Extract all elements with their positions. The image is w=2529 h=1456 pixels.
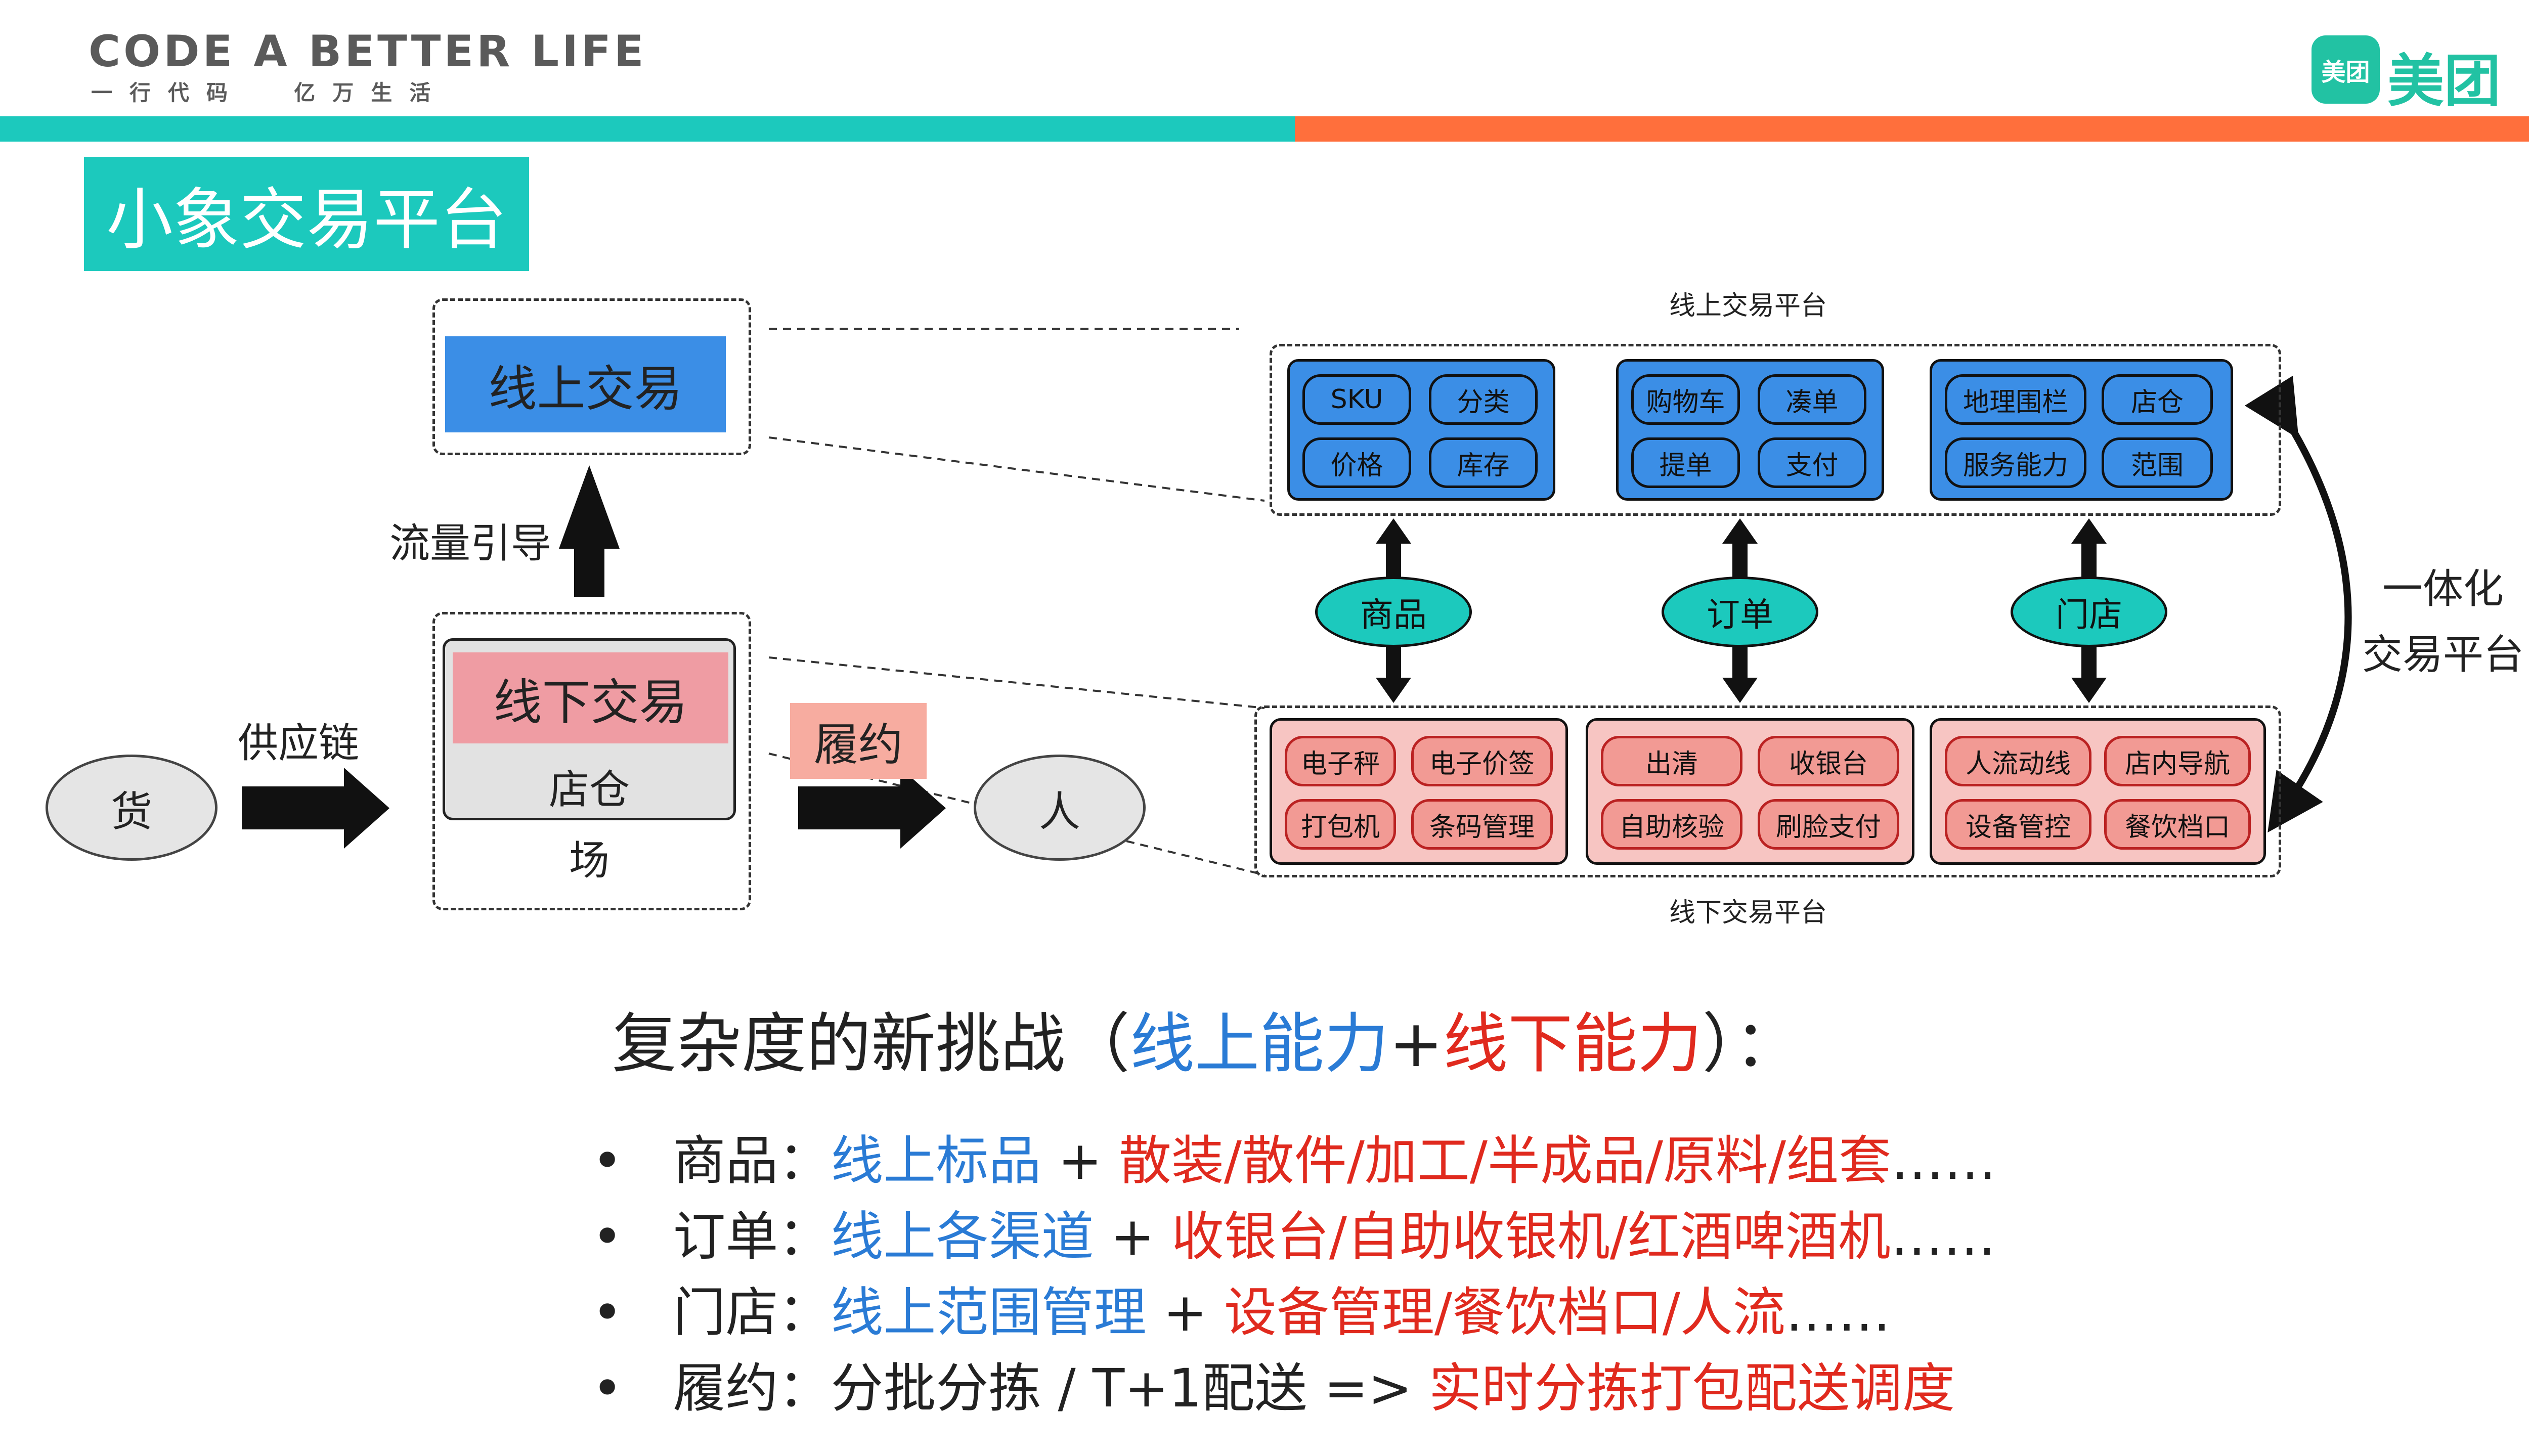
challenge-suffix: ）： xyxy=(1702,1006,1800,1082)
integration-label-2: 交易平台 xyxy=(2362,631,2524,678)
online-pill: 服务能力 xyxy=(1945,437,2086,488)
challenge-prefix: 复杂度的新挑战（ xyxy=(612,1006,1130,1082)
store-label: 店仓 xyxy=(549,766,630,813)
double-arrow-goods xyxy=(1376,518,1411,703)
online-pill: 分类 xyxy=(1429,374,1538,425)
offline-pill: 人流动线 xyxy=(1945,736,2091,786)
bullet-offline: 散装/散件/加工/半成品/原料/组套 xyxy=(1118,1130,1892,1192)
offline-pill: 出清 xyxy=(1601,736,1742,786)
bullet-dot: • xyxy=(592,1282,673,1343)
online-pill: 支付 xyxy=(1758,437,1866,488)
connector-store: 门店 xyxy=(2011,577,2167,647)
bullet-offline: 实时分拣打包配送调度 xyxy=(1428,1357,1955,1419)
online-pill: 地理围栏 xyxy=(1945,374,2086,425)
traffic-label: 流量引导 xyxy=(389,520,551,567)
person-node: 人 xyxy=(974,755,1146,861)
online-pill: 凑单 xyxy=(1758,374,1866,425)
bullet-offline: 收银台/自助收银机/红酒啤酒机 xyxy=(1171,1206,1891,1267)
offline-dashed-frame xyxy=(432,612,751,910)
bullet-dot: • xyxy=(592,1206,673,1267)
online-platform-frame xyxy=(1270,344,2281,516)
bullet-online: 线上标品 xyxy=(831,1130,1041,1192)
fulfillment-label: 履约 xyxy=(790,703,927,779)
bullet-key: 履约： xyxy=(673,1357,831,1419)
challenge-online: 线上能力 xyxy=(1130,1006,1389,1082)
bullet-order: • 订单：线上各渠道 + 收银台/自助收银机/红酒啤酒机…… xyxy=(592,1194,1996,1270)
slide-title: 小象交易平台 xyxy=(84,157,529,271)
header-bar-orange xyxy=(1295,116,2529,142)
online-dashed-frame xyxy=(432,298,751,455)
bullet-tail: …… xyxy=(1785,1282,1891,1343)
traffic-up-arrow xyxy=(559,465,620,597)
bullet-mid: 分批分拣 / T+1配送 => xyxy=(831,1357,1429,1419)
offline-pill: 打包机 xyxy=(1285,799,1396,850)
double-arrow-order xyxy=(1722,518,1758,703)
dash-line-online-bottom xyxy=(768,436,1265,502)
integration-curved-arrow xyxy=(2244,375,2352,833)
online-pill: 店仓 xyxy=(2102,374,2213,425)
challenge-offline: 线下能力 xyxy=(1443,1006,1703,1082)
double-arrow-store xyxy=(2071,518,2107,703)
supply-chain-label: 供应链 xyxy=(238,720,359,767)
bullet-mid: + xyxy=(1094,1206,1171,1267)
offline-pill: 电子价签 xyxy=(1411,736,1553,786)
logo-subtitle: 一行代码 亿万生活 xyxy=(91,80,448,105)
offline-pill: 刷脸支付 xyxy=(1758,799,1899,850)
offline-platform-frame xyxy=(1254,705,2281,877)
bullet-tail: …… xyxy=(1891,1130,1997,1192)
goods-node: 货 xyxy=(46,755,217,861)
bullet-mid: + xyxy=(1146,1282,1224,1343)
offline-pill: 设备管控 xyxy=(1945,799,2091,850)
offline-pill: 条码管理 xyxy=(1411,799,1553,850)
connector-order: 订单 xyxy=(1662,577,1818,647)
bullet-tail: …… xyxy=(1890,1206,1996,1267)
bullet-key: 门店： xyxy=(673,1282,831,1343)
bullet-dot: • xyxy=(592,1357,673,1419)
online-pill: 库存 xyxy=(1429,437,1538,488)
dash-line-offline-top xyxy=(768,656,1265,709)
offline-pill: 餐饮档口 xyxy=(2104,799,2251,850)
offline-pill: 店内导航 xyxy=(2104,736,2251,786)
online-pill: 购物车 xyxy=(1631,374,1740,425)
offline-pill: 自助核验 xyxy=(1601,799,1742,850)
online-pill: 价格 xyxy=(1302,437,1411,488)
bullet-key: 订单： xyxy=(673,1206,831,1267)
bullet-store: • 门店：线上范围管理 + 设备管理/餐饮档口/人流…… xyxy=(592,1269,1891,1346)
meituan-wordmark: 美团 xyxy=(2387,49,2501,114)
online-trade-box: 线上交易 xyxy=(445,336,726,432)
offline-platform-label: 线下交易平台 xyxy=(1669,898,1827,928)
bullet-online: 线上范围管理 xyxy=(831,1282,1147,1343)
challenge-heading: 复杂度的新挑战（线上能力+线下能力）： xyxy=(612,991,1799,1085)
bullet-mid: + xyxy=(1041,1130,1119,1192)
online-group-order xyxy=(1616,359,1884,501)
header-bar-teal xyxy=(0,116,1295,142)
offline-pill: 电子秤 xyxy=(1285,736,1396,786)
meituan-logo-icon: 美团 xyxy=(2312,35,2380,104)
online-pill: SKU xyxy=(1302,374,1411,425)
online-group-goods xyxy=(1287,359,1555,501)
connector-goods: 商品 xyxy=(1315,577,1472,647)
venue-label: 场 xyxy=(569,837,609,884)
online-pill: 范围 xyxy=(2102,437,2213,488)
bullet-dot: • xyxy=(592,1130,673,1192)
bullet-online: 线上各渠道 xyxy=(831,1206,1094,1267)
logo-title: CODE A BETTER LIFE xyxy=(89,26,647,77)
bullet-fulfillment: • 履约：分批分拣 / T+1配送 => 实时分拣打包配送调度 xyxy=(592,1345,1955,1422)
supply-arrow xyxy=(242,768,389,849)
bullet-offline: 设备管理/餐饮档口/人流 xyxy=(1224,1282,1785,1343)
offline-pill: 收银台 xyxy=(1758,736,1899,786)
online-pill: 提单 xyxy=(1631,437,1740,488)
integration-label-1: 一体化 xyxy=(2382,565,2504,612)
fulfill-arrow xyxy=(798,768,946,849)
offline-trade-box: 线下交易 xyxy=(453,652,728,743)
online-platform-label: 线上交易平台 xyxy=(1669,291,1827,321)
bullet-key: 商品： xyxy=(673,1130,831,1192)
challenge-plus: + xyxy=(1389,1006,1444,1082)
bullet-goods: • 商品：线上标品 + 散装/散件/加工/半成品/原料/组套…… xyxy=(592,1118,1996,1194)
